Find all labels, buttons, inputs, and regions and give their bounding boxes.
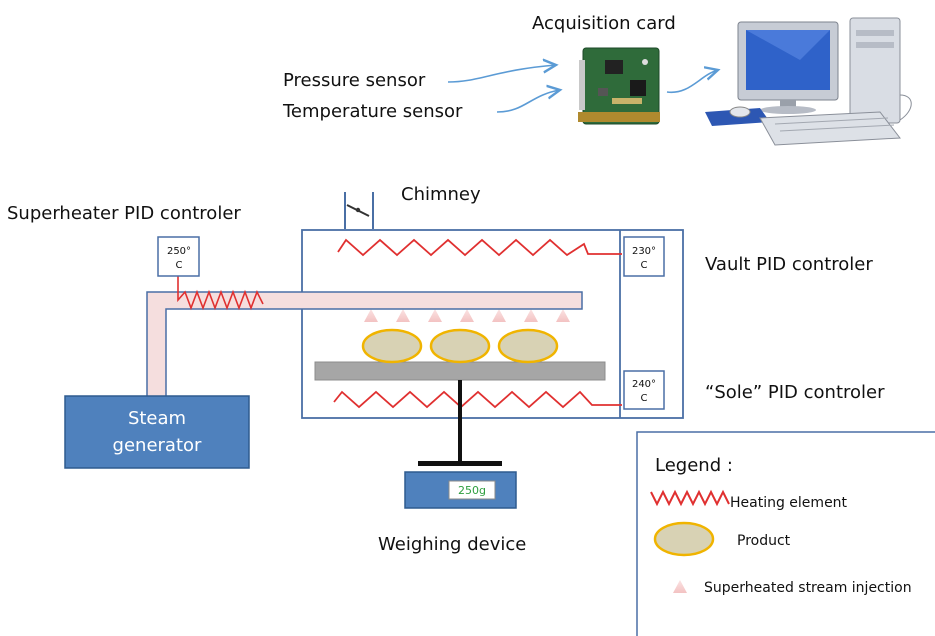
superheater-controller-value: 250°	[167, 246, 191, 257]
sole-controller-unit: C	[641, 393, 648, 404]
steam-injection-marker	[492, 309, 506, 322]
product-1	[361, 328, 423, 364]
temperature-arrow	[496, 90, 560, 113]
steam-injection-marker	[524, 309, 538, 322]
superheater-pid-label: Superheater PID controler	[7, 203, 241, 224]
steam-injection-marker	[428, 309, 442, 322]
scale-display-value: 250g	[458, 484, 486, 497]
legend-injection-label: Superheated stream injection	[704, 580, 912, 596]
product-3	[497, 328, 559, 364]
product-2	[429, 328, 491, 364]
steam-generator	[64, 395, 250, 469]
pressure-sensor-label: Pressure sensor	[283, 70, 426, 91]
scale-platform	[418, 461, 502, 466]
superheater-controller-unit: C	[176, 260, 183, 271]
steam-injection-marker	[556, 309, 570, 322]
oven-chamber	[301, 229, 684, 419]
chimney-label: Chimney	[401, 184, 481, 205]
temperature-sensor-label: Temperature sensor	[282, 101, 463, 122]
vault-heating-element	[337, 238, 622, 257]
tray	[314, 361, 606, 381]
legend-injection-swatch	[673, 580, 687, 593]
acquisition-card-icon	[578, 47, 660, 125]
steam-generator-label-line1: Steam	[128, 408, 186, 429]
steam-injection-markers	[364, 309, 570, 322]
sole-controller-box	[623, 370, 665, 410]
legend-product-label: Product	[737, 533, 791, 549]
vault-controller-box	[623, 236, 665, 277]
superheater-heating-element	[177, 276, 264, 311]
legend-product-swatch	[653, 521, 715, 557]
superheater-controller-box	[157, 236, 200, 277]
steam-injection-marker	[460, 309, 474, 322]
chimney	[344, 192, 374, 229]
legend: Legend : Heating element Product Superhe…	[636, 431, 935, 636]
vault-pid-label: Vault PID controler	[705, 254, 873, 275]
vault-controller-value: 230°	[632, 246, 656, 257]
legend-heating-element-swatch	[650, 489, 730, 507]
steam-generator-label-line2: generator	[113, 435, 202, 456]
sole-pid-label: “Sole” PID controler	[705, 382, 885, 403]
computer-icon	[705, 17, 912, 146]
pressure-arrow	[447, 65, 556, 83]
steam-injection-marker	[396, 309, 410, 322]
weighing-device-label: Weighing device	[378, 534, 526, 555]
steam-injection-marker	[364, 309, 378, 322]
acquisition-card-label: Acquisition card	[532, 13, 676, 34]
vault-controller-unit: C	[641, 260, 648, 271]
card-to-computer-arrow	[666, 70, 718, 93]
scale-display	[448, 480, 496, 500]
legend-heating-element-label: Heating element	[730, 495, 848, 511]
legend-title: Legend :	[655, 455, 733, 476]
legend-frame	[636, 431, 935, 636]
sole-heating-element	[333, 390, 622, 409]
sole-controller-value: 240°	[632, 379, 656, 390]
